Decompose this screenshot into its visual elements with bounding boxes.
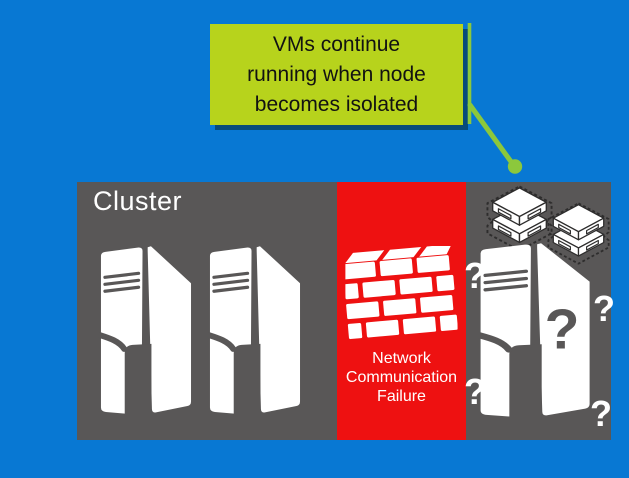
network-failure-label: Network Communication Failure <box>337 349 466 406</box>
server-tower-icon <box>98 246 193 417</box>
isolated-node-panel: ? ? ? ? ? <box>464 182 615 440</box>
failure-line-1: Network <box>372 350 431 367</box>
failure-line-3: Failure <box>377 388 426 405</box>
failure-line-2: Communication <box>345 369 458 386</box>
callout-line-3: becomes isolated <box>254 92 419 116</box>
question-mark-on-server: ? <box>544 297 580 362</box>
vm-dashed-icon <box>486 185 553 252</box>
connector-endpoint-dot <box>507 159 523 174</box>
server-tower-icon <box>207 246 302 417</box>
callout-vms-continue: VMs continue running when node becomes i… <box>210 24 463 125</box>
network-failure-panel: Network Communication Failure <box>337 182 466 440</box>
brick-wall-icon <box>345 246 458 343</box>
callout-line-2: running when node <box>247 62 426 86</box>
question-mark: ? <box>593 288 615 329</box>
callout-line-1: VMs continue <box>272 32 401 56</box>
cluster-panel: Cluster <box>77 182 337 440</box>
cluster-diagram: Cluster Network Communication Failure <box>77 182 615 440</box>
question-mark: ? <box>590 393 612 434</box>
question-mark: ? <box>464 255 486 296</box>
cluster-label: Cluster <box>93 186 183 216</box>
question-mark: ? <box>464 371 486 412</box>
